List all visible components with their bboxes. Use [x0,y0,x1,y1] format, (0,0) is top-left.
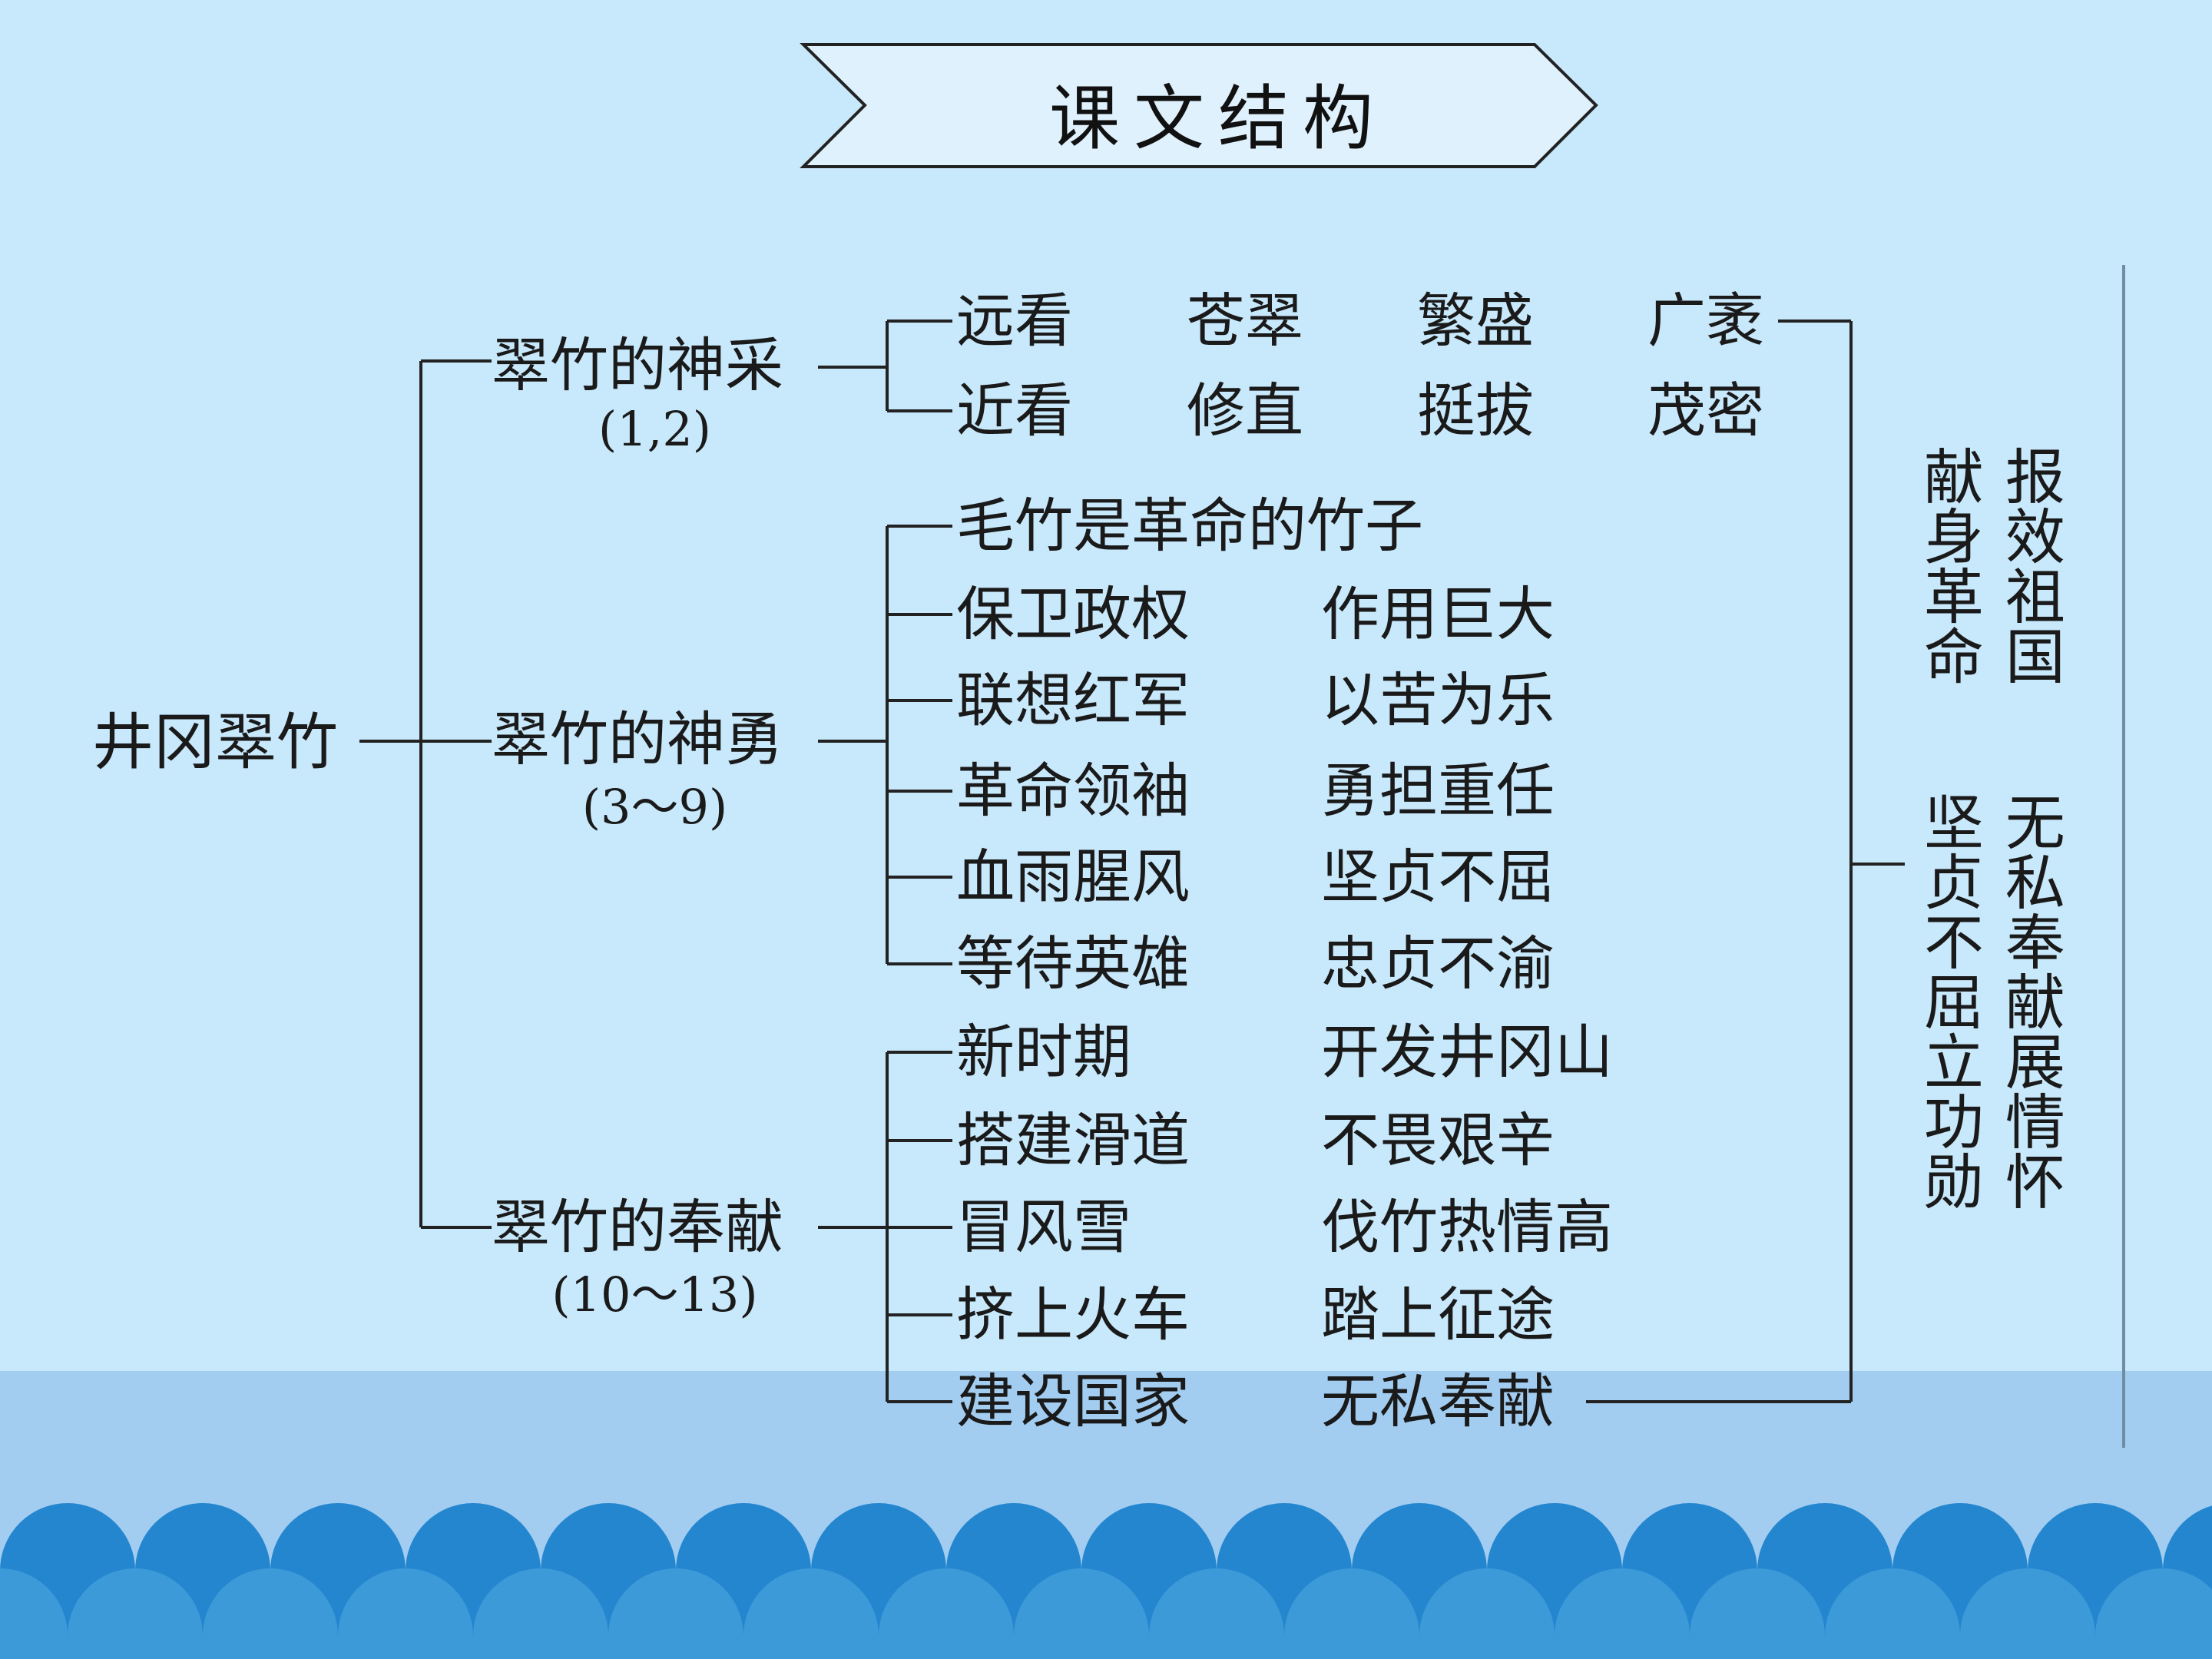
section-shencai: 翠竹的神采 [492,331,783,399]
section-shenyong: 翠竹的神勇 [492,705,783,773]
summary-col-baoxiao: 报效祖国 [1995,445,2065,685]
cell: 近看 [956,376,1073,445]
cell: 远看 [956,286,1073,355]
cell: 革命领袖 [956,757,1190,825]
cell: 开发井冈山 [1321,1018,1613,1086]
wave-base [0,1636,2212,1659]
cell: 无私奉献 [1321,1367,1555,1435]
cell: 搭建滑道 [956,1106,1190,1174]
cell: 建设国家 [956,1367,1190,1435]
cell: 新时期 [956,1018,1131,1086]
cell: 不畏艰辛 [1321,1106,1555,1174]
summary-col-wusi: 无私奉献展情怀 [1995,791,2065,1210]
cell: 毛竹是革命的竹子 [956,492,1423,560]
cell: 苍翠 [1187,286,1303,355]
cell: 广袤 [1647,286,1764,355]
section-shencai-range: (1,2) [598,401,711,457]
cell: 挤上火车 [956,1280,1190,1349]
cell: 联想红军 [956,666,1190,734]
cell: 踏上征途 [1321,1280,1555,1349]
page-title: 课文结构 [1048,77,1387,160]
summary-col-jianzhen: 坚贞不屈立功勋 [1913,791,1983,1210]
cell: 伐竹热情高 [1321,1193,1613,1261]
cell: 冒风雪 [956,1193,1131,1261]
cell: 勇担重任 [1321,757,1555,825]
root-node: 井冈翠竹 [92,707,338,778]
summary-col-xianshen: 献身革命 [1913,445,1983,685]
cell: 作用巨大 [1321,580,1555,648]
section-shenyong-range: (3～9) [581,779,728,835]
cell: 保卫政权 [956,580,1190,648]
section-fengxian: 翠竹的奉献 [492,1193,783,1261]
cell: 忠贞不渝 [1321,929,1555,998]
cell: 繁盛 [1417,286,1534,355]
title-banner [800,43,1598,168]
wave-row-front [0,1568,2212,1659]
cell: 以苦为乐 [1321,666,1555,734]
cell: 茂密 [1647,376,1764,445]
cell: 挺拔 [1417,376,1534,445]
section-fengxian-range: (10～13) [551,1267,758,1323]
cell: 血雨腥风 [956,843,1190,911]
cell: 修直 [1187,376,1303,445]
cell: 坚贞不屈 [1321,843,1555,911]
cell: 等待英雄 [956,929,1190,998]
